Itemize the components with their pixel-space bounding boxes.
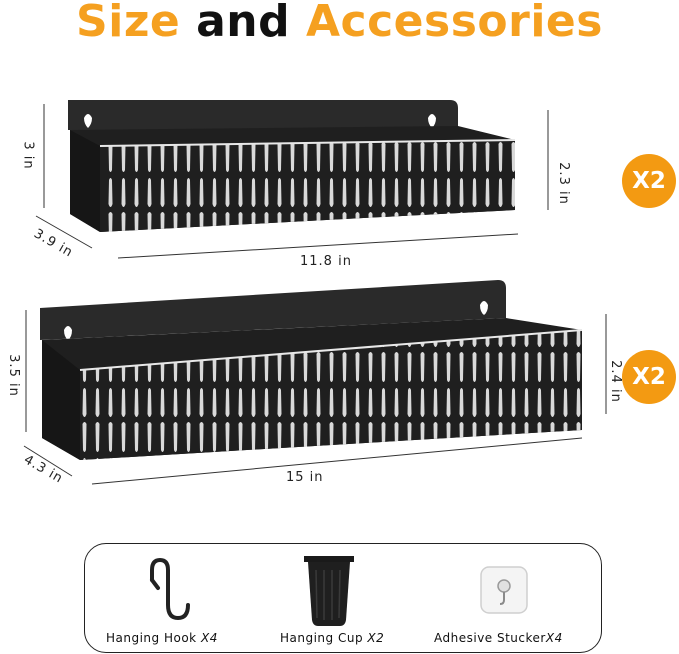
large-rack-quantity-badge: X2 — [622, 350, 676, 404]
page-title: Size and Accessories — [76, 0, 603, 47]
dimension-lines — [23, 104, 607, 485]
adhesive-hook-icon — [480, 566, 528, 614]
small-rack-quantity-badge: X2 — [622, 154, 676, 208]
accessories-panel — [84, 543, 602, 653]
large-rack-width-label: 15 in — [286, 470, 324, 485]
accessory-label-cup: Hanging Cup X2 — [280, 631, 385, 645]
small-rack-width-label: 11.8 in — [300, 254, 352, 269]
large-rack-inner-height-label: 2.4 in — [607, 360, 623, 403]
small-rack-height-label: 3 in — [20, 141, 36, 170]
large-rack-height-label: 3.5 in — [5, 354, 21, 397]
large-spice-rack — [40, 280, 583, 460]
small-spice-rack — [68, 100, 516, 232]
accessory-label-adhesive: Adhesive StuckerX4 — [434, 631, 563, 645]
accessory-label-hook: Hanging Hook X4 — [106, 631, 218, 645]
cup-icon — [304, 556, 354, 626]
small-rack-inner-height-label: 2.3 in — [555, 162, 571, 205]
hook-icon — [150, 557, 190, 621]
